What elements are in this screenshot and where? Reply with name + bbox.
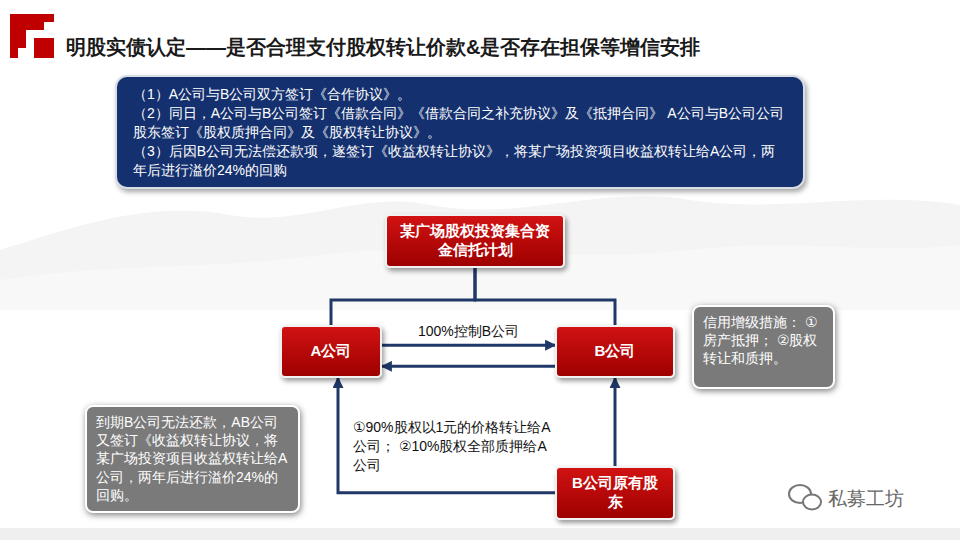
callout-box: 到期B公司无法还款，AB公司又签订《收益权转让协议，将某广场投资项目收益权转让给… — [85, 405, 300, 513]
slide-title: 明股实债认定——是否合理支付股权转让价款&是否存在担保等增信安排 — [66, 34, 700, 61]
connector-arrow — [338, 378, 555, 493]
connector-arrow — [614, 378, 617, 466]
summary-panel: （1）A公司与B公司双方签订《合作协议》。（2）同日，A公司与B公司签订《借款合… — [115, 75, 805, 189]
trust-box: 某广场股权投资集合资金信托计划 — [385, 214, 565, 268]
company-box: B公司 — [555, 325, 675, 378]
logo-mark — [26, 30, 54, 58]
callout-box: 信用增级措施： ①房产抵押； ②股权转让和质押。 — [692, 305, 835, 389]
logo-mark — [18, 22, 54, 58]
connector-arrow — [382, 365, 555, 368]
wechat-icon — [803, 495, 821, 510]
company-box: A公司 — [280, 325, 382, 378]
node-text: A公司 — [311, 342, 352, 361]
node-text: （3）后因B公司无法偿还款项，遂签订《收益权转让协议》，将某广场投资项目收益权转… — [133, 142, 787, 180]
connector-arrow — [475, 268, 615, 326]
node-text: 信用增级措施： ①房产抵押； ②股权转让和质押。 — [703, 313, 824, 368]
node-text: 某广场股权投资集合资金信托计划 — [395, 222, 555, 260]
node-text: B公司 — [595, 342, 636, 361]
logo-mark — [10, 14, 54, 58]
logo-mark — [34, 38, 54, 58]
watermark: 私募工坊 — [828, 486, 904, 512]
edge-label: ①90%股权以1元的价格转让给A公司； ②10%股权全部质押给A公司 — [350, 418, 556, 475]
node-text: （1）A公司与B公司双方签订《合作协议》。 — [133, 85, 787, 104]
footer-band — [0, 528, 960, 540]
connector-arrow — [331, 268, 475, 326]
node-text: B公司原有股东 — [565, 474, 665, 512]
node-text: （2）同日，A公司与B公司签订《借款合同》《借款合同之补充协议》及《抵押合同》 … — [133, 104, 787, 142]
node-text: 到期B公司无法还款，AB公司又签订《收益权转让协议，将某广场投资项目收益权转让给… — [96, 413, 289, 504]
edge-label: 100%控制B公司 — [415, 322, 522, 341]
connector-arrow — [382, 344, 555, 347]
shareholder-box: B公司原有股东 — [555, 466, 675, 520]
